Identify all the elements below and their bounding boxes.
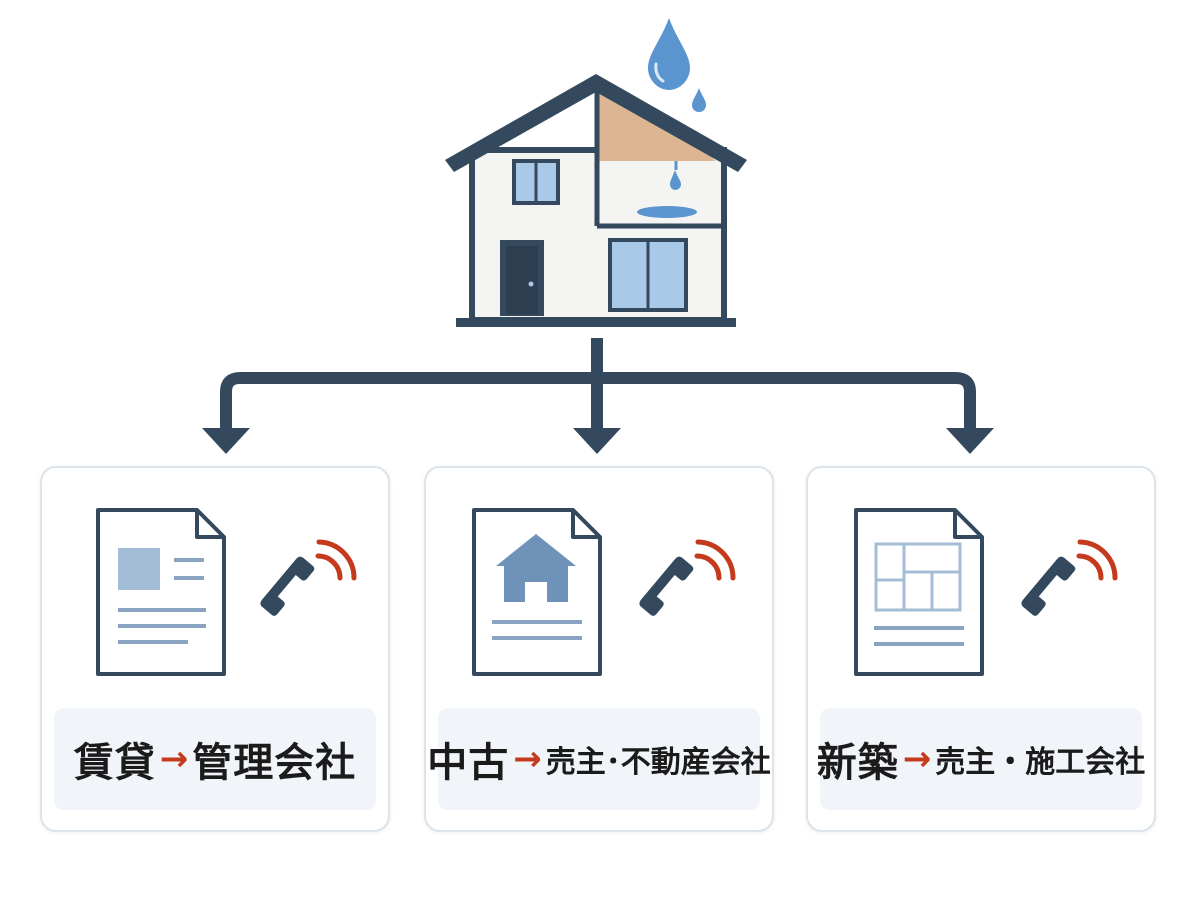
arrow-icon: → <box>513 739 542 779</box>
house-icon <box>445 74 747 327</box>
arrow-heads <box>202 428 994 454</box>
property-type: 賃貸 <box>73 740 156 786</box>
phone-icon <box>1021 539 1118 616</box>
connector-arrows <box>220 338 976 430</box>
contact-target: 売主･不動産会社 <box>545 745 771 780</box>
house-and-connectors <box>202 18 994 454</box>
arrow-icon: → <box>902 739 932 779</box>
contact-target: 管理会社 <box>192 740 357 786</box>
contact-target: 売主・施工会社 <box>935 745 1146 780</box>
label-new: 新築 → 売主・施工会社 <box>816 708 1146 810</box>
phone-icon <box>260 539 357 616</box>
card-rental: 賃貸 → 管理会社 <box>40 466 390 832</box>
house-listing-icon <box>472 508 602 676</box>
label-used: 中古 → 売主･不動産会社 <box>427 708 771 810</box>
property-type: 新築 <box>816 740 899 786</box>
floor-plan-icon <box>854 508 984 676</box>
label-rental: 賃貸 → 管理会社 <box>54 708 376 810</box>
water-drop-icon <box>648 18 706 112</box>
document-icon <box>96 508 226 676</box>
property-type: 中古 <box>427 740 510 786</box>
phone-icon <box>639 539 736 616</box>
arrow-icon: → <box>159 739 189 779</box>
card-new: 新築 → 売主・施工会社 <box>806 466 1156 832</box>
card-used: 中古 → 売主･不動産会社 <box>424 466 774 832</box>
